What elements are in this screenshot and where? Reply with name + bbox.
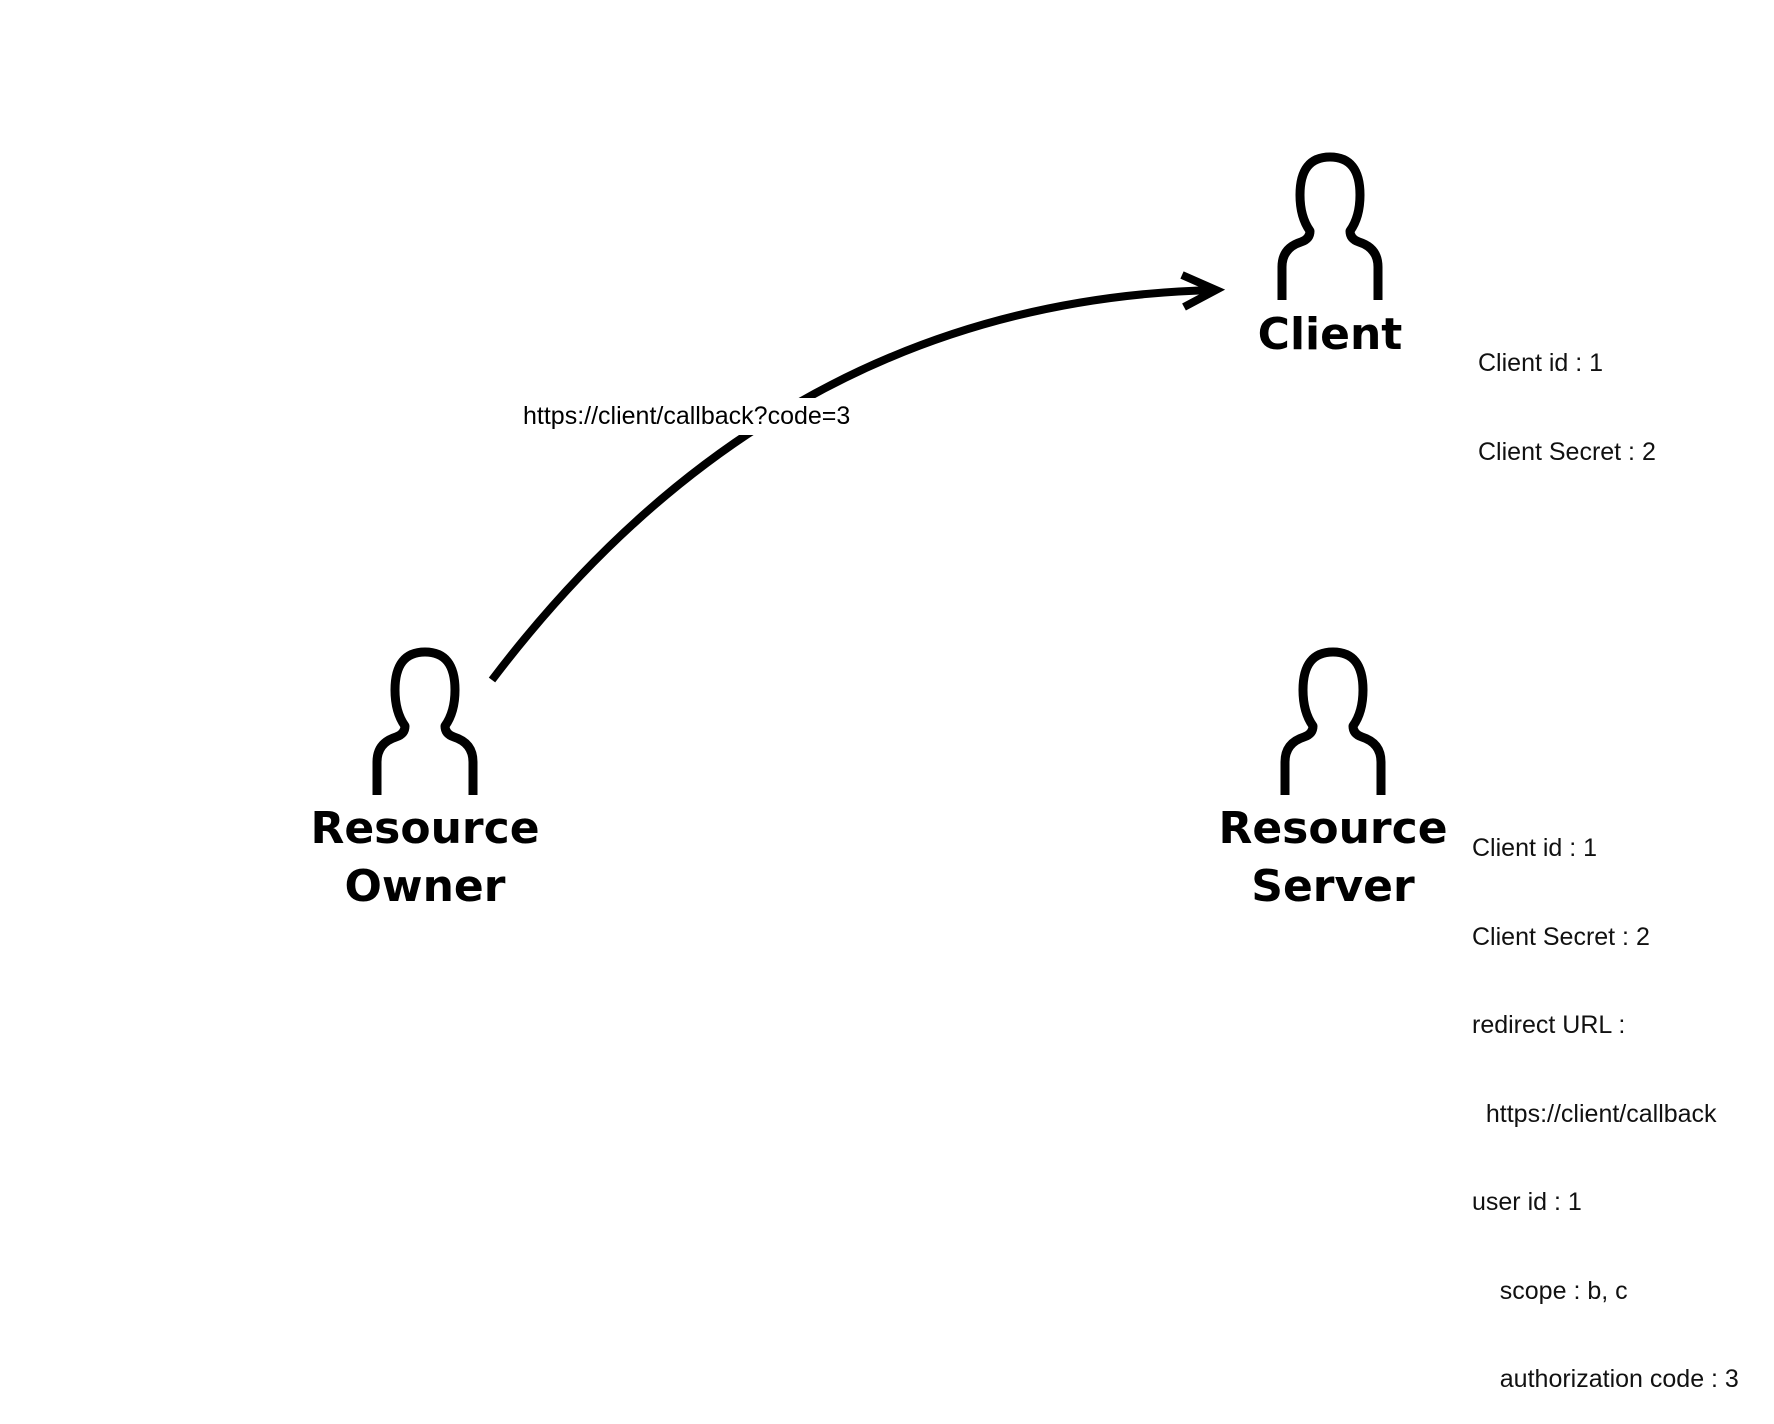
client-info: Client id : 1 Client Secret : 2	[1478, 290, 1656, 497]
server-info-line: https://client/callback	[1472, 1099, 1717, 1128]
resource-owner-label-line2: Owner	[344, 861, 506, 912]
server-info-line: scope : b, c	[1472, 1276, 1628, 1305]
client-info-line: Client id : 1	[1478, 349, 1604, 377]
server-info-line: user id : 1	[1472, 1188, 1582, 1216]
client-label: Client	[1230, 306, 1430, 364]
redirect-arrow	[488, 286, 1216, 683]
resource-owner-label-line1: Resource	[310, 803, 540, 854]
server-info-line: Client Secret : 2	[1472, 922, 1650, 951]
server-info-line: redirect URL :	[1472, 1011, 1626, 1039]
resource-owner-person-icon	[372, 647, 478, 795]
resource-server-label: Resource Server	[1208, 800, 1458, 916]
resource-server-person-icon	[1280, 647, 1386, 795]
resource-server-label-line1: Resource	[1218, 803, 1448, 854]
client-info-line: Client Secret : 2	[1478, 437, 1656, 466]
resource-owner-label: Resource Owner	[300, 800, 550, 916]
server-info-line: authorization code : 3	[1472, 1365, 1739, 1393]
server-info: Client id : 1 Client Secret : 2 redirect…	[1472, 775, 1739, 1424]
redirect-url-label: https://client/callback?code=3	[519, 398, 855, 435]
server-info-line: Client id : 1	[1472, 834, 1598, 862]
arrow-head-icon	[1180, 271, 1226, 311]
resource-server-label-line2: Server	[1251, 861, 1415, 912]
client-label-text: Client	[1257, 309, 1403, 360]
client-person-icon	[1277, 152, 1383, 300]
diagram-canvas	[372, 152, 1386, 795]
